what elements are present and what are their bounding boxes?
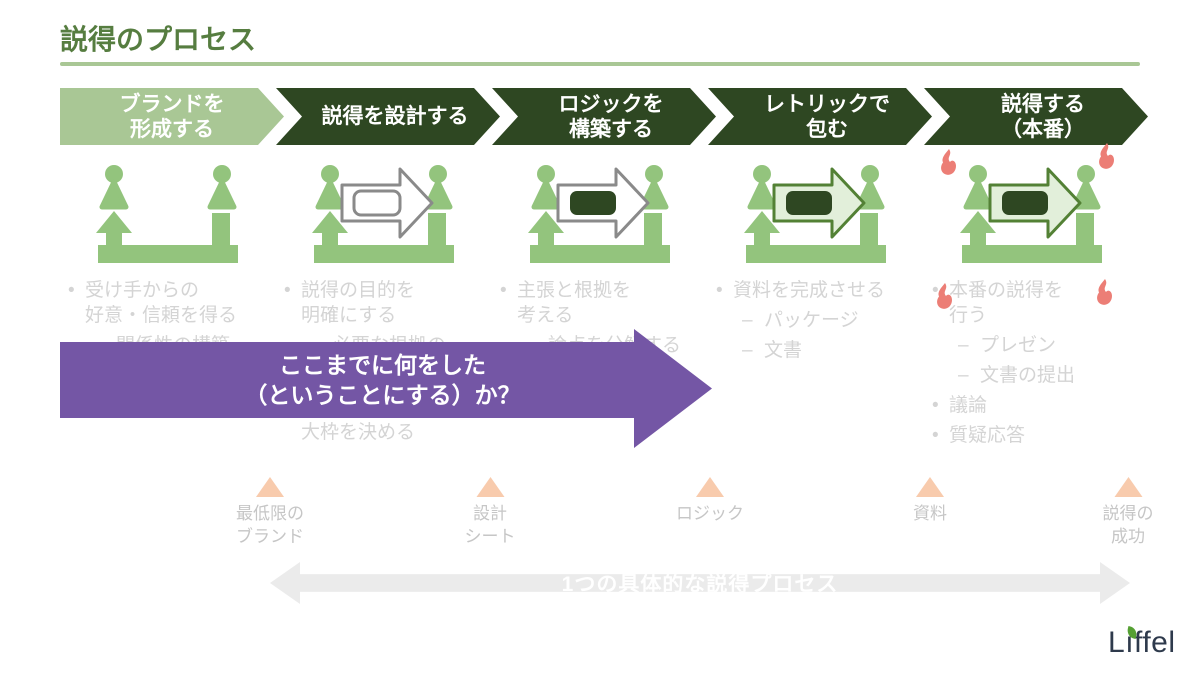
people-loop-arrow-green-icon	[744, 165, 886, 263]
triangle-marker-icon	[1114, 477, 1142, 497]
logo-dotless-i: ı	[1125, 626, 1135, 659]
bullet-marker: •	[932, 425, 939, 446]
bullet-item: • 受け手からの 好意・信頼を得る	[68, 278, 272, 328]
dash-marker: –	[742, 340, 753, 361]
stage-icons-row	[60, 143, 1140, 309]
bullet-text: 質疑応答	[949, 425, 1026, 446]
bullet-item: • 議論	[932, 393, 1136, 418]
bullet-text: 文書の提出	[980, 365, 1076, 386]
people-loop-arrow-green-flames-icon	[960, 165, 1102, 263]
stage-icon-cell-3	[492, 155, 708, 265]
stage-chevron-1: ブランドを 形成する	[60, 88, 284, 145]
people-loop-arrow-outline-icon	[312, 165, 454, 263]
liffel-logo: Lıffel	[1108, 625, 1176, 660]
bullet-text: 説得の目的を 明確にする	[301, 280, 416, 326]
bullet-item: • 主張と根拠を 考える	[500, 278, 704, 328]
stage-chevron-label: 説得する （本番）	[1001, 92, 1085, 141]
bullet-text: 議論	[949, 395, 988, 416]
stage-icon-cell-1	[60, 155, 276, 265]
triangle-marker-icon	[476, 477, 504, 497]
bullet-text: パッケージ	[764, 310, 859, 331]
process-span-arrow: 1つの具体的な説得プロセス	[270, 562, 1130, 604]
bullet-item: • 本番の説得を 行う	[932, 278, 1136, 328]
bullet-item: –文書の提出	[958, 363, 1136, 388]
dash-marker: –	[742, 310, 753, 331]
milestone-4: 資料	[913, 477, 947, 525]
bullet-item: • 質疑応答	[932, 423, 1136, 448]
stage-chevron-5: 説得する （本番）	[924, 88, 1148, 145]
stage-icon-cell-4	[708, 155, 924, 265]
stage-bullets-5: •本番の説得を 行う–プレゼン–文書の提出•議論•質疑応答	[924, 276, 1140, 453]
milestone-label: 設計 シート	[464, 504, 516, 546]
bullet-text: 資料を完成させる	[733, 280, 886, 301]
bullet-text: プレゼン	[980, 335, 1057, 356]
bullet-item: 大枠を決める	[301, 420, 488, 445]
liffel-logo-text: Lıffel	[1108, 625, 1176, 659]
bullet-text: 本番の説得を 行う	[949, 280, 1064, 326]
people-loop-arrow-filled-icon	[528, 165, 670, 263]
progress-arrow-shape	[60, 329, 712, 448]
bullet-marker: •	[716, 280, 723, 301]
process-span-arrow-label: 1つの具体的な説得プロセス	[561, 573, 839, 596]
stage-chevron-label: 説得を設計する	[321, 105, 469, 128]
flame-icon	[941, 149, 956, 175]
bullet-item: • 説得の目的を 明確にする	[284, 278, 488, 328]
dash-marker: –	[958, 365, 969, 386]
milestone-3: ロジック	[676, 477, 744, 525]
dash-marker: –	[958, 335, 969, 356]
milestone-label: ロジック	[676, 504, 744, 523]
progress-arrow-label: ここまでに何をした （ということにする）か？	[244, 352, 521, 408]
flame-icon	[937, 283, 952, 309]
milestone-5: 説得の 成功	[1103, 477, 1154, 548]
bullet-item: –プレゼン	[958, 333, 1136, 358]
bullet-marker: •	[68, 280, 75, 301]
stage-bullets-4: •資料を完成させる–パッケージ–文書	[708, 276, 924, 453]
flame-icon	[1099, 143, 1114, 169]
stage-chevron-label: ロジックを 構築する	[558, 92, 664, 141]
triangle-marker-icon	[256, 477, 284, 497]
title-underline	[60, 62, 1140, 66]
bullet-text: 主張と根拠を 考える	[517, 280, 632, 326]
bullet-marker: •	[932, 395, 939, 416]
stage-chevron-2: 説得を設計する	[276, 88, 500, 145]
flame-icon	[1097, 279, 1112, 305]
bullet-marker: •	[500, 280, 507, 301]
milestone-label: 資料	[913, 504, 947, 523]
bullet-marker: •	[932, 280, 939, 301]
triangle-marker-icon	[916, 477, 944, 497]
milestones-row: 最低限の ブランド 設計 シート ロジック 資料 説得の 成功	[0, 477, 1200, 567]
milestone-label: 最低限の ブランド	[236, 504, 304, 546]
stage-chevron-label: ブランドを 形成する	[119, 92, 225, 141]
stage-chevron-3: ロジックを 構築する	[492, 88, 716, 145]
bullet-text: 文書	[764, 340, 803, 361]
bullet-item: –文書	[742, 338, 920, 363]
bullet-text: 受け手からの 好意・信頼を得る	[85, 280, 238, 326]
people-loop-icon	[96, 165, 238, 263]
bullet-item: –パッケージ	[742, 308, 920, 333]
stage-icon-cell-5	[924, 143, 1140, 309]
progress-arrow: ここまでに何をした （ということにする）か？	[60, 329, 712, 448]
triangle-marker-icon	[696, 477, 724, 497]
bullet-marker: •	[284, 280, 291, 301]
stage-chevron-label: レトリックで 包む	[764, 92, 890, 141]
stage-icon-cell-2	[276, 155, 492, 265]
process-chevron-row: ブランドを 形成する 説得を設計する ロジックを 構築する レトリックで 包む 説得する…	[60, 88, 1150, 145]
milestone-label: 説得の 成功	[1102, 504, 1154, 546]
milestone-2: 設計 シート	[465, 477, 516, 548]
milestone-1: 最低限の ブランド	[236, 477, 304, 548]
stage-chevron-4: レトリックで 包む	[708, 88, 932, 145]
bullet-text: 大枠を決める	[301, 422, 416, 443]
page-title: 説得のプロセス	[60, 24, 257, 55]
bullet-item: • 資料を完成させる	[716, 278, 920, 303]
